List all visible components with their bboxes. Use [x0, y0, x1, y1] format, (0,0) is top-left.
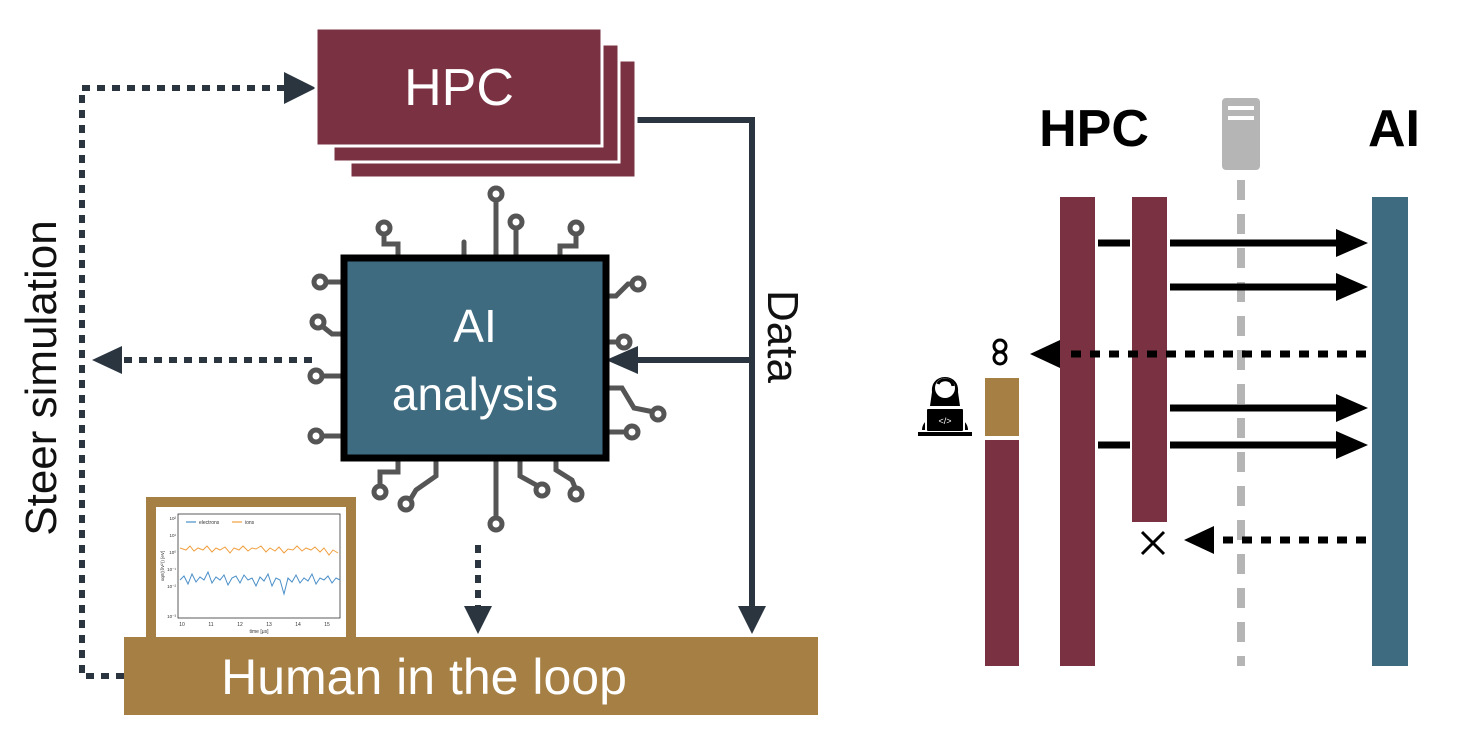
- steer-arrowheads: [92, 72, 492, 634]
- data-arrow: [634, 117, 755, 610]
- plot-ytick: 10⁻³: [167, 614, 176, 619]
- plot-legend-electrons: electrons: [199, 520, 220, 526]
- hpc-box-label: HPC: [404, 59, 514, 117]
- human-in-loop-label: Human in the loop: [221, 649, 627, 705]
- plot-ytick: 10⁻²: [167, 584, 176, 589]
- plot-xtick: 12: [237, 622, 243, 628]
- steer-loop-arrow: [79, 85, 481, 679]
- plot-xtick: 14: [295, 622, 301, 628]
- plot-legend-ions: ions: [245, 520, 255, 526]
- plot-ytick: 10¹: [169, 533, 176, 538]
- ai-box-label-line1: AI: [453, 300, 496, 352]
- ai-analysis-box: [340, 254, 610, 462]
- ai-bar: [1372, 197, 1408, 666]
- hpc-bar-1: [1060, 197, 1095, 666]
- ai-column-title: AI: [1368, 100, 1420, 158]
- plot-xtick: 15: [324, 622, 330, 628]
- plot-series-ions: [179, 545, 339, 556]
- steer-simulation-label: Steer simulation: [17, 220, 66, 535]
- plot-ytick: 10²: [169, 516, 176, 521]
- plot-ytick: 10⁰: [169, 550, 176, 555]
- cpu-chip-icon: [317, 195, 657, 523]
- plot-xtick: 13: [266, 622, 272, 628]
- plot-xlabel: time [μs]: [250, 629, 270, 635]
- laptop-plot: electrons ions 10² 10¹ 10⁰ 10⁻¹ 10⁻² 10⁻…: [146, 497, 356, 645]
- human-bar-bottom: [985, 440, 1019, 666]
- svg-text:</>: </>: [938, 416, 951, 426]
- data-label: Data: [758, 290, 807, 383]
- plot-ytick: 10⁻¹: [167, 567, 176, 572]
- hpc-stack: [314, 26, 638, 180]
- person-laptop-icon: </>: [918, 377, 972, 436]
- plot-xtick: 11: [208, 622, 213, 628]
- human-bar-top: [985, 378, 1019, 436]
- server-icon: [1222, 98, 1260, 170]
- plot-ylabel: sqrt(⟨δV²⟩) [eV]: [160, 551, 165, 581]
- plot-xtick: 10: [179, 622, 185, 628]
- plot-series-electrons: [179, 570, 341, 596]
- merge-icon: [992, 338, 1008, 366]
- human-in-loop-bar: [124, 637, 818, 715]
- hpc-column-title: HPC: [1039, 100, 1149, 158]
- message-arrows: [1070, 239, 1366, 544]
- cross-icon: [1140, 530, 1166, 556]
- hpc-bar-2: [1132, 197, 1167, 522]
- ai-box-label-line2: analysis: [392, 368, 558, 420]
